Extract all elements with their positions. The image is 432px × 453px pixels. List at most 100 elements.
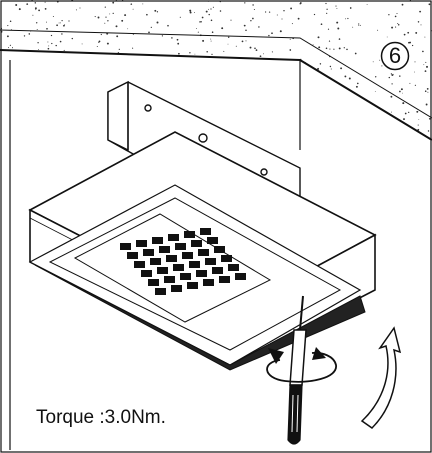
led-cell <box>221 255 232 262</box>
concrete-speckle <box>104 22 106 24</box>
concrete-speckle <box>213 58 216 60</box>
concrete-speckle <box>287 98 289 100</box>
concrete-speckle <box>296 82 298 84</box>
concrete-speckle <box>213 60 216 63</box>
concrete-speckle <box>208 81 210 83</box>
concrete-speckle <box>372 61 374 63</box>
concrete-speckle <box>328 110 331 113</box>
concrete-speckle <box>425 61 427 63</box>
concrete-speckle <box>150 72 152 74</box>
led-cell <box>180 273 191 280</box>
concrete-speckle <box>75 9 77 11</box>
concrete-speckle <box>403 118 405 121</box>
concrete-speckle <box>19 63 22 66</box>
concrete-speckle <box>150 26 152 28</box>
concrete-speckle <box>312 44 314 46</box>
concrete-speckle <box>271 51 273 53</box>
led-cell <box>148 279 159 286</box>
concrete-speckle <box>169 79 171 81</box>
concrete-speckle <box>382 132 384 134</box>
concrete-speckle <box>428 117 431 120</box>
concrete-speckle <box>48 45 50 47</box>
concrete-speckle <box>427 91 429 93</box>
concrete-speckle <box>178 52 180 55</box>
concrete-speckle <box>206 50 208 53</box>
concrete-speckle <box>109 13 111 15</box>
concrete-speckle <box>258 26 260 28</box>
concrete-speckle <box>337 27 340 30</box>
concrete-speckle <box>97 16 100 19</box>
concrete-speckle <box>277 131 279 132</box>
concrete-speckle <box>299 3 301 5</box>
concrete-speckle <box>197 71 200 74</box>
concrete-speckle <box>334 134 336 137</box>
concrete-speckle <box>40 102 42 104</box>
concrete-speckle <box>404 112 407 115</box>
concrete-speckle <box>59 40 62 43</box>
led-cell <box>203 279 214 286</box>
led-cell <box>198 249 209 256</box>
concrete-speckle <box>65 120 67 122</box>
concrete-speckle <box>390 95 393 98</box>
led-cell <box>173 264 184 271</box>
concrete-speckle <box>258 68 260 70</box>
concrete-speckle <box>110 86 112 88</box>
concrete-speckle <box>107 55 110 58</box>
concrete-speckle <box>323 116 325 118</box>
concrete-speckle <box>274 91 276 93</box>
concrete-speckle <box>15 4 18 6</box>
concrete-speckle <box>72 110 75 113</box>
concrete-speckle <box>63 49 65 51</box>
concrete-speckle <box>38 9 40 12</box>
concrete-speckle <box>370 112 372 114</box>
concrete-speckle <box>210 19 213 22</box>
concrete-speckle <box>423 64 425 66</box>
concrete-speckle <box>40 81 42 84</box>
concrete-speckle <box>218 115 220 117</box>
concrete-speckle <box>356 82 359 85</box>
concrete-speckle <box>59 104 62 106</box>
concrete-speckle <box>306 137 308 139</box>
concrete-speckle <box>397 22 399 25</box>
concrete-speckle <box>194 53 196 55</box>
concrete-speckle <box>204 100 207 103</box>
concrete-speckle <box>313 13 316 16</box>
concrete-speckle <box>234 93 236 96</box>
concrete-speckle <box>221 27 224 30</box>
concrete-speckle <box>345 18 347 20</box>
concrete-speckle <box>368 126 371 129</box>
concrete-speckle <box>80 57 83 60</box>
concrete-speckle <box>43 121 45 123</box>
concrete-speckle <box>344 75 347 78</box>
concrete-speckle <box>208 13 210 16</box>
concrete-speckle <box>51 107 54 110</box>
concrete-speckle <box>94 16 96 18</box>
concrete-speckle <box>179 16 181 18</box>
concrete-speckle <box>420 24 422 26</box>
concrete-speckle <box>282 70 285 73</box>
concrete-speckle <box>335 128 336 130</box>
concrete-speckle <box>130 3 133 5</box>
concrete-speckle <box>81 43 83 45</box>
concrete-speckle <box>402 92 403 94</box>
concrete-speckle <box>255 49 258 51</box>
concrete-speckle <box>217 111 219 113</box>
concrete-speckle <box>202 74 205 76</box>
concrete-speckle <box>2 87 4 90</box>
concrete-speckle <box>68 84 70 86</box>
ceiling-slab <box>0 0 432 141</box>
concrete-speckle <box>417 21 420 23</box>
concrete-speckle <box>9 20 12 22</box>
concrete-speckle <box>61 20 63 22</box>
concrete-speckle <box>411 44 414 47</box>
concrete-speckle <box>277 65 279 67</box>
concrete-speckle <box>95 54 97 56</box>
led-cell <box>168 234 179 241</box>
concrete-speckle <box>61 33 63 35</box>
concrete-speckle <box>115 25 118 28</box>
concrete-speckle <box>304 136 306 138</box>
concrete-speckle <box>333 108 335 110</box>
concrete-speckle <box>36 22 38 24</box>
concrete-speckle <box>148 31 150 34</box>
concrete-speckle <box>37 42 39 44</box>
